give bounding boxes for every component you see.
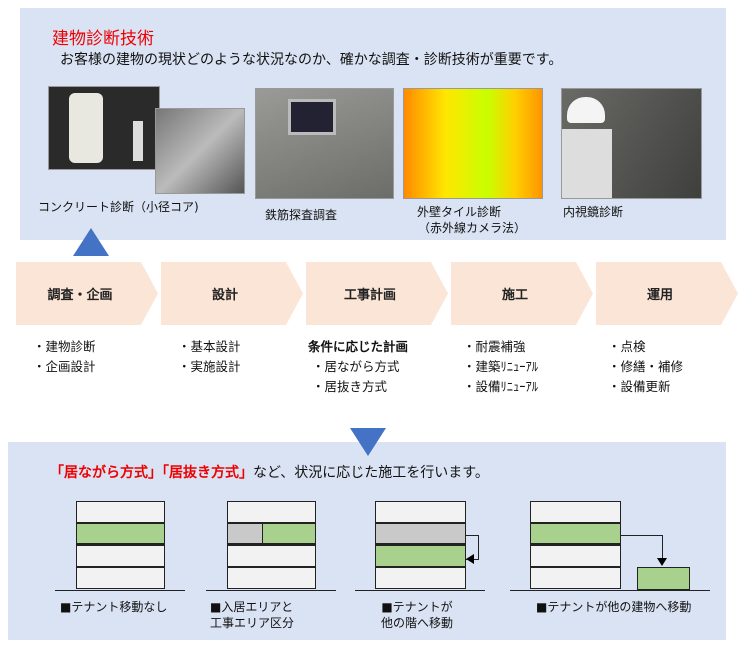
operation-items: ・点検・修繕・補修・設備更新 <box>608 339 684 394</box>
photo-rebar-scan <box>255 88 394 199</box>
step-operation: 運用 <box>596 262 738 325</box>
construction-items: ・耐震補強・建築ﾘﾆｭｰｱﾙ・設備ﾘﾆｭｰｱﾙ <box>463 339 539 394</box>
case-label-no-move: ■テナント移動なし <box>60 600 168 614</box>
photo-core-drill <box>155 108 245 194</box>
step-design: 設計 <box>161 262 303 325</box>
plan-items: 条件に応じた計画・居ながら方式・居抜き方式 <box>308 339 409 394</box>
design-items: ・基本設計・実施設計 <box>178 339 241 374</box>
caption-rebar: 鉄筋探査調査 <box>265 208 338 222</box>
case-label-other-floor: ■テナントが他の階へ移動 <box>381 600 454 630</box>
case-label-other-building: ■テナントが他の建物へ移動 <box>536 600 692 614</box>
caption-tile-method: （赤外線カメラ法） <box>418 221 527 235</box>
up-arrow-icon <box>73 228 109 256</box>
down-arrow-icon <box>350 428 386 456</box>
survey-items: ・建物診断・企画設計 <box>33 339 96 374</box>
step-survey: 調査・企画 <box>16 262 158 325</box>
step-construction: 施工 <box>451 262 593 325</box>
caption-tile: 外壁タイル診断 <box>417 205 502 219</box>
step-construction-plan: 工事計画 <box>306 262 448 325</box>
caption-concrete: コンクリート診断（小径コア) <box>38 200 199 214</box>
panel-subtitle: お客様の建物の現状どのような状況なのか、確かな調査・診断技術が重要です。 <box>60 52 563 68</box>
photo-infrared <box>403 88 543 199</box>
photo-concrete-core <box>48 86 160 170</box>
method-text: 「居ながら方式」「居抜き方式」など、状況に応じた施工を行います。 <box>50 465 489 481</box>
photo-endoscope <box>561 88 702 199</box>
panel-title: 建物診断技術 <box>52 29 154 49</box>
move-arrow-icon <box>621 535 663 561</box>
caption-endoscope: 内視鏡診断 <box>563 205 624 219</box>
case-label-split: ■入居エリアと工事エリア区分 <box>210 600 295 630</box>
